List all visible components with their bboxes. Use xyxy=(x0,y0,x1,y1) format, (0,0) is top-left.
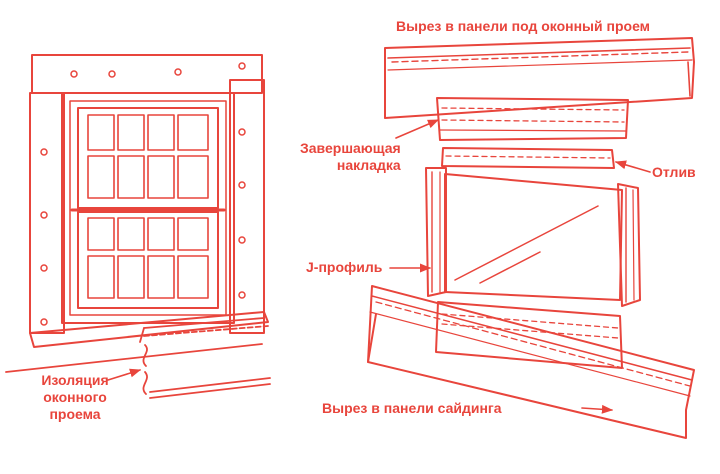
window-frame-inner xyxy=(69,100,227,316)
label-finishing-strip-line2: накладка xyxy=(336,157,401,173)
nail-holes xyxy=(40,62,246,326)
head-trim xyxy=(31,54,263,94)
label-drip-cap: Отлив xyxy=(652,164,696,180)
insulation-strip xyxy=(5,317,271,399)
sill-trim xyxy=(29,311,269,348)
label-j-channel: J-профиль xyxy=(306,259,383,275)
left-j-channel xyxy=(425,167,447,297)
upper-panes xyxy=(87,114,209,199)
right-side-trim xyxy=(229,79,265,334)
label-insulation-line1: Изоляция xyxy=(41,372,109,388)
finishing-strip-arrow xyxy=(395,119,440,139)
label-window-cutout: Вырез в панели под оконный проем xyxy=(396,18,651,34)
window-glass xyxy=(444,173,623,301)
siding-cutout-arrow xyxy=(581,404,614,414)
right-exploded-assembly xyxy=(367,37,695,439)
label-siding-cutout: Вырез в панели сайдинга xyxy=(322,400,502,416)
label-finishing-strip-line1: Завершающая xyxy=(300,140,401,156)
label-finishing-strip: Завершающая накладка xyxy=(300,140,401,174)
left-window-assembly xyxy=(5,54,271,399)
leader-arrows xyxy=(107,119,651,414)
left-side-trim xyxy=(29,92,65,334)
insulation-arrow xyxy=(107,368,142,381)
bottom-trim-part xyxy=(435,301,623,369)
top-siding-panel xyxy=(384,37,695,119)
bottom-siding-panel xyxy=(367,285,695,439)
window-frame xyxy=(61,92,235,324)
lower-panes xyxy=(87,217,209,299)
drip-cap-part xyxy=(441,147,615,169)
lower-sash xyxy=(77,211,219,309)
label-insulation-line3: проема xyxy=(49,406,101,422)
upper-sash xyxy=(77,107,219,209)
label-insulation: Изоляция оконного проема xyxy=(38,372,112,423)
label-insulation-line2: оконного xyxy=(43,389,107,405)
drip-cap-arrow xyxy=(614,160,651,173)
right-j-channel xyxy=(617,183,641,307)
